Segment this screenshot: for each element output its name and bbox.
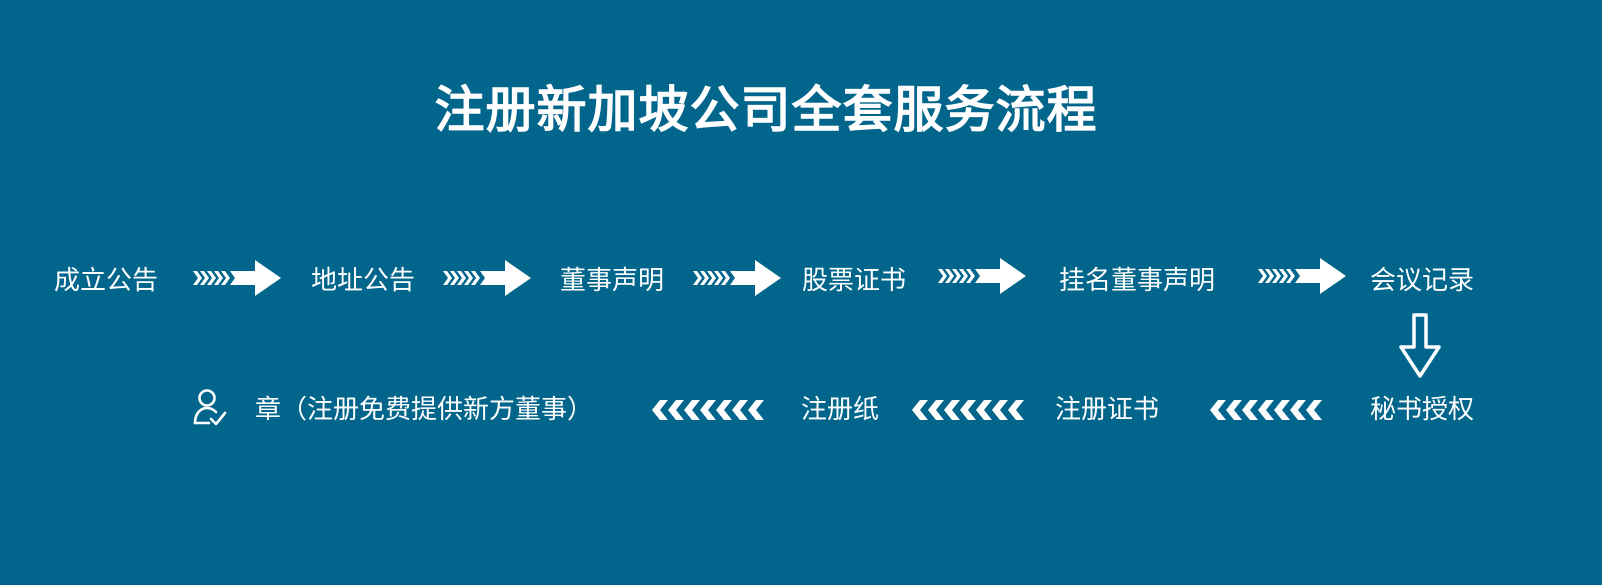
step-address-notice: 地址公告 xyxy=(310,266,416,296)
step-registration-certificate: 注册证书 xyxy=(1054,395,1160,425)
step-secretary-authorization: 秘书授权 xyxy=(1369,395,1475,425)
page-title: 注册新加坡公司全套服务流程 xyxy=(434,81,1098,139)
step-company-seal: 章（注册免费提供新方董事） xyxy=(254,395,594,425)
step-share-certificate: 股票证书 xyxy=(801,266,907,296)
double-right-arrow-icon xyxy=(693,260,781,296)
left-chevrons-icon xyxy=(1210,400,1322,420)
double-right-arrow-icon xyxy=(1258,258,1346,294)
down-arrow-icon xyxy=(1399,313,1441,378)
double-right-arrow-icon xyxy=(193,260,281,296)
step-registration-paper: 注册纸 xyxy=(800,395,880,425)
step-establishment-notice: 成立公告 xyxy=(53,266,159,296)
step-meeting-minutes: 会议记录 xyxy=(1369,266,1475,296)
left-chevrons-icon xyxy=(652,400,764,420)
double-right-arrow-icon xyxy=(443,260,531,296)
left-chevrons-icon xyxy=(912,400,1024,420)
step-nominee-director-declaration: 挂名董事声明 xyxy=(1058,266,1216,296)
double-right-arrow-icon xyxy=(938,258,1026,294)
step-director-declaration: 董事声明 xyxy=(559,266,665,296)
person-check-icon xyxy=(193,389,227,426)
